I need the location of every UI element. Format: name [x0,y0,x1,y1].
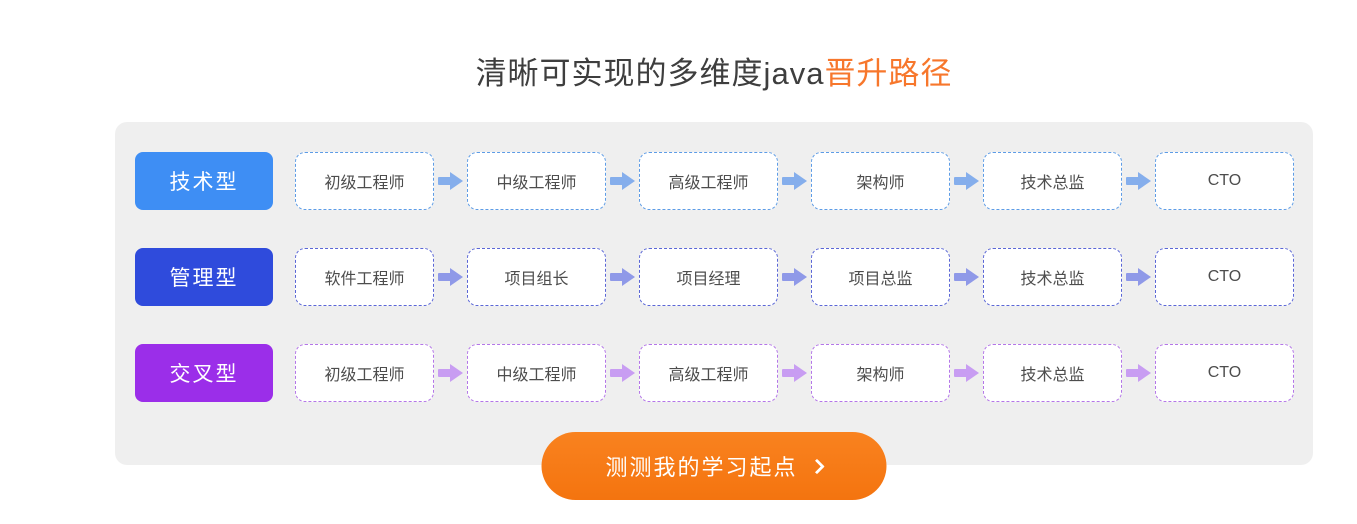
arrow-right-icon [438,172,463,190]
step-box: 架构师 [811,344,950,402]
arrow-right-icon [610,172,635,190]
arrow-slot [1122,364,1155,382]
arrow-right-icon [610,268,635,286]
step-box: 技术总监 [983,152,1122,210]
arrow-right-icon [782,364,807,382]
arrow-slot [950,364,983,382]
track-row-management: 管理型 软件工程师 项目组长 项目经理 项目总监 技术总监 CTO [135,248,1313,306]
track-badge-management: 管理型 [135,248,273,306]
arrow-slot [950,268,983,286]
chevron-right-icon [809,458,825,474]
step-box: 项目组长 [467,248,606,306]
arrow-slot [606,172,639,190]
step-box: 项目经理 [639,248,778,306]
arrow-slot [434,172,467,190]
arrow-right-icon [1126,364,1151,382]
page-title-prefix: 清晰可实现的多维度java [475,56,825,91]
arrow-right-icon [782,268,807,286]
arrow-right-icon [610,364,635,382]
arrow-slot [434,364,467,382]
page-title: 清晰可实现的多维度java晋升路径 [115,48,1313,93]
step-box: 项目总监 [811,248,950,306]
arrow-slot [434,268,467,286]
page-title-highlight: 晋升路径 [824,56,953,91]
arrow-right-icon [438,268,463,286]
arrow-slot [950,172,983,190]
step-box: 架构师 [811,152,950,210]
step-box: 初级工程师 [295,152,434,210]
step-box: 中级工程师 [467,344,606,402]
arrow-slot [778,268,811,286]
arrow-slot [606,268,639,286]
track-row-cross: 交叉型 初级工程师 中级工程师 高级工程师 架构师 技术总监 CTO [135,344,1313,402]
track-badge-cross: 交叉型 [135,344,273,402]
arrow-slot [1122,268,1155,286]
step-box: 高级工程师 [639,152,778,210]
step-box: CTO [1155,344,1294,402]
arrow-right-icon [954,364,979,382]
step-box: 初级工程师 [295,344,434,402]
arrow-slot [1122,172,1155,190]
career-path-panel: 技术型 初级工程师 中级工程师 高级工程师 架构师 技术总监 CTO 管理型 软… [115,122,1313,500]
arrow-right-icon [438,364,463,382]
arrow-right-icon [1126,268,1151,286]
step-box: 软件工程师 [295,248,434,306]
arrow-slot [606,364,639,382]
track-row-technical: 技术型 初级工程师 中级工程师 高级工程师 架构师 技术总监 CTO [135,152,1313,210]
test-starting-point-button[interactable]: 测测我的学习起点 [541,432,887,500]
step-box: 中级工程师 [467,152,606,210]
arrow-slot [778,172,811,190]
arrow-right-icon [782,172,807,190]
title-section: 清晰可实现的多维度java晋升路径 [115,48,1313,93]
step-box: 技术总监 [983,344,1122,402]
arrow-right-icon [954,268,979,286]
step-box: 技术总监 [983,248,1122,306]
arrow-right-icon [954,172,979,190]
arrow-slot [778,364,811,382]
step-box: CTO [1155,248,1294,306]
cta-label: 测测我的学习起点 [605,455,798,480]
step-box: 高级工程师 [639,344,778,402]
track-badge-technical: 技术型 [135,152,273,210]
arrow-right-icon [1126,172,1151,190]
step-box: CTO [1155,152,1294,210]
